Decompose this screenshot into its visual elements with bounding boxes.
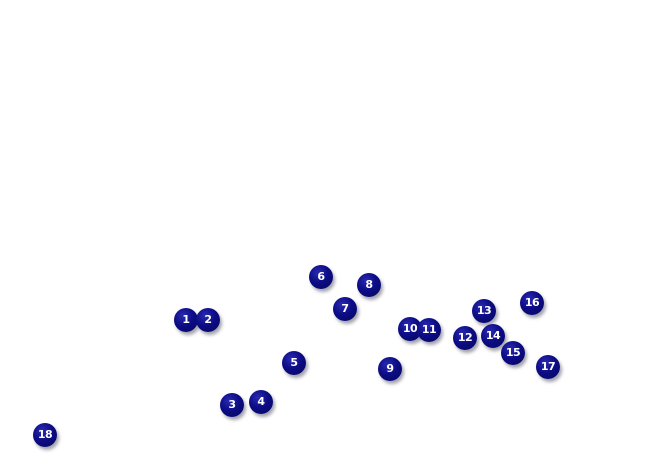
marker-1[interactable]: 1 — [174, 308, 198, 332]
marker-3[interactable]: 3 — [220, 393, 244, 417]
marker-label: 17 — [540, 360, 556, 373]
marker-label: 8 — [365, 278, 373, 291]
marker-12[interactable]: 12 — [453, 326, 477, 350]
marker-label: 11 — [421, 323, 437, 336]
marker-label: 18 — [37, 428, 53, 441]
marker-13[interactable]: 13 — [472, 299, 496, 323]
marker-label: 10 — [402, 322, 418, 335]
marker-label: 12 — [457, 331, 473, 344]
marker-label: 2 — [204, 313, 212, 326]
marker-15[interactable]: 15 — [501, 341, 525, 365]
marker-label: 5 — [290, 356, 298, 369]
marker-label: 16 — [524, 296, 540, 309]
marker-11[interactable]: 11 — [417, 318, 441, 342]
marker-label: 3 — [228, 398, 236, 411]
marker-label: 6 — [317, 270, 325, 283]
marker-6[interactable]: 6 — [309, 265, 333, 289]
marker-label: 14 — [485, 329, 501, 342]
marker-5[interactable]: 5 — [282, 351, 306, 375]
marker-label: 1 — [182, 313, 190, 326]
marker-16[interactable]: 16 — [520, 291, 544, 315]
marker-label: 13 — [476, 304, 492, 317]
marker-8[interactable]: 8 — [357, 273, 381, 297]
marker-14[interactable]: 14 — [481, 324, 505, 348]
marker-9[interactable]: 9 — [378, 357, 402, 381]
marker-label: 4 — [257, 395, 265, 408]
marker-7[interactable]: 7 — [333, 297, 357, 321]
marker-17[interactable]: 17 — [536, 355, 560, 379]
marker-label: 7 — [341, 302, 349, 315]
marker-label: 9 — [386, 362, 394, 375]
marker-2[interactable]: 2 — [196, 308, 220, 332]
marker-label: 15 — [505, 346, 521, 359]
marker-4[interactable]: 4 — [249, 390, 273, 414]
marker-18[interactable]: 18 — [33, 423, 57, 447]
